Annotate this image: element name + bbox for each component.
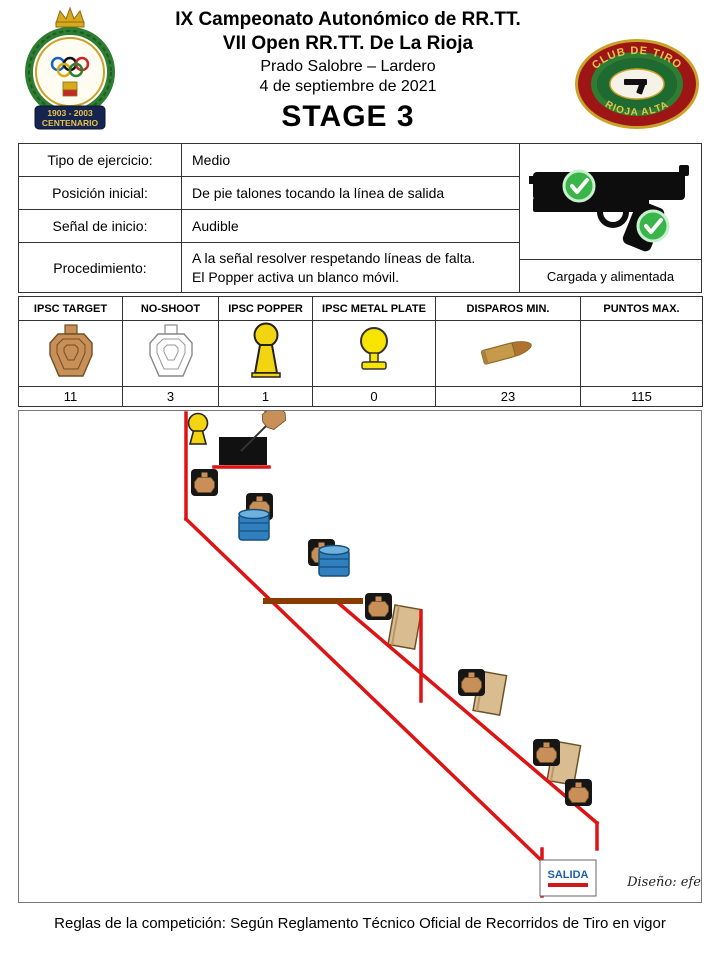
check-icon: [636, 209, 669, 242]
centenario-logo: 1903 - 2003 CENTENARIO: [18, 6, 122, 137]
table-row: Procedimiento: A la señal resolver respe…: [18, 242, 520, 293]
table-row: Tipo de ejercicio: Medio: [18, 143, 520, 177]
column-header: DISPAROS MIN.: [435, 296, 581, 321]
barrel-prop: [238, 508, 270, 541]
pistol-with-green-checks-icon: [520, 144, 701, 260]
left-logo-name: CENTENARIO: [42, 118, 99, 128]
briefing-section: Tipo de ejercicio: Medio Posición inicia…: [18, 143, 702, 293]
crown-icon: [55, 6, 85, 28]
rules-footer: Reglas de la competición: Según Reglamen…: [54, 915, 666, 932]
designer-signature: Diseño: efe: [626, 875, 701, 890]
stage-title: STAGE 3: [281, 99, 415, 133]
pistol-glyph-icon: [624, 79, 647, 95]
bullet-icon: [435, 320, 581, 387]
olympic-rings-icon: [50, 56, 90, 78]
target-box: [190, 468, 219, 497]
ipsc-metal-plate-icon: [312, 320, 436, 387]
salida-label: SALIDA: [548, 869, 589, 881]
column-header: IPSC TARGET: [18, 296, 123, 321]
empty-cell: [580, 320, 703, 387]
banner-ribbon: [34, 105, 106, 130]
salida-underline: [548, 883, 588, 887]
table-row: Señal de inicio: Audible: [18, 209, 520, 243]
gun-panel: Cargada y alimentada: [519, 143, 702, 293]
target-box: [364, 592, 393, 621]
counts-value-row: 11 3 1 0 23 115: [18, 386, 703, 407]
count-value: 11: [18, 386, 123, 407]
popper-prop: [187, 412, 209, 445]
count-value: 23: [435, 386, 581, 407]
column-header: NO-SHOOT: [122, 296, 219, 321]
prop-box: [219, 437, 267, 465]
venue-line: Prado Salobre – Lardero: [260, 57, 436, 75]
gun-condition-caption: Cargada y alimentada: [546, 268, 675, 284]
swinger-target: [261, 411, 287, 430]
counts-header-row: IPSC TARGET NO-SHOOT IPSC POPPER IPSC ME…: [18, 296, 703, 321]
no-shoot-icon: [122, 320, 219, 387]
open-title: VII Open RR.TT. De La Rioja: [222, 32, 474, 54]
date-line: 4 de septiembre de 2021: [259, 77, 437, 95]
championship-title: IX Campeonato Autonómico de RR.TT.: [175, 9, 521, 30]
count-value: 0: [312, 386, 436, 407]
stage-diagram: SALIDA Diseño: efe: [18, 410, 702, 903]
info-label: Señal de inicio:: [18, 209, 182, 243]
column-header: IPSC POPPER: [218, 296, 313, 321]
info-label: Procedimiento:: [18, 242, 182, 293]
club-tiro-rioja-alta-logo: CLUB DE TIRO RIOJA ALTA: [574, 6, 702, 135]
target-box: [532, 738, 561, 767]
target-box: [457, 668, 486, 697]
info-value: De pie talones tocando la línea de salid…: [181, 176, 520, 210]
ipsc-popper-icon: [218, 320, 313, 387]
check-icon: [562, 169, 595, 202]
column-header: IPSC METAL PLATE: [312, 296, 436, 321]
counts-table: IPSC TARGET NO-SHOOT IPSC POPPER IPSC ME…: [18, 296, 703, 407]
info-value: Audible: [181, 209, 520, 243]
barrel-prop: [318, 544, 350, 577]
info-value: Medio: [181, 143, 520, 177]
count-value: 3: [122, 386, 219, 407]
column-header: PUNTOS MAX.: [580, 296, 703, 321]
info-label: Posición inicial:: [18, 176, 182, 210]
info-value: A la señal resolver respetando líneas de…: [181, 242, 520, 293]
header: 1903 - 2003 CENTENARIO IX Campeonato Aut…: [18, 6, 702, 137]
counts-icon-row: [18, 320, 703, 387]
count-value: 1: [218, 386, 313, 407]
table-row: Posición inicial: De pie talones tocando…: [18, 176, 520, 210]
left-logo-years: 1903 - 2003: [47, 108, 93, 118]
ipsc-target-icon: [18, 320, 123, 387]
shield-icon: [62, 81, 78, 97]
count-value: 115: [580, 386, 703, 407]
laurel-wreath-ring: [591, 52, 683, 116]
start-box: SALIDA: [539, 859, 597, 897]
target-box: [564, 778, 593, 807]
info-label: Tipo de ejercicio:: [18, 143, 182, 177]
briefing-table: Tipo de ejercicio: Medio Posición inicia…: [18, 143, 520, 293]
door-wall: [387, 604, 423, 651]
fault-lines: [183, 411, 600, 898]
title-block: IX Campeonato Autonómico de RR.TT. VII O…: [122, 6, 574, 134]
